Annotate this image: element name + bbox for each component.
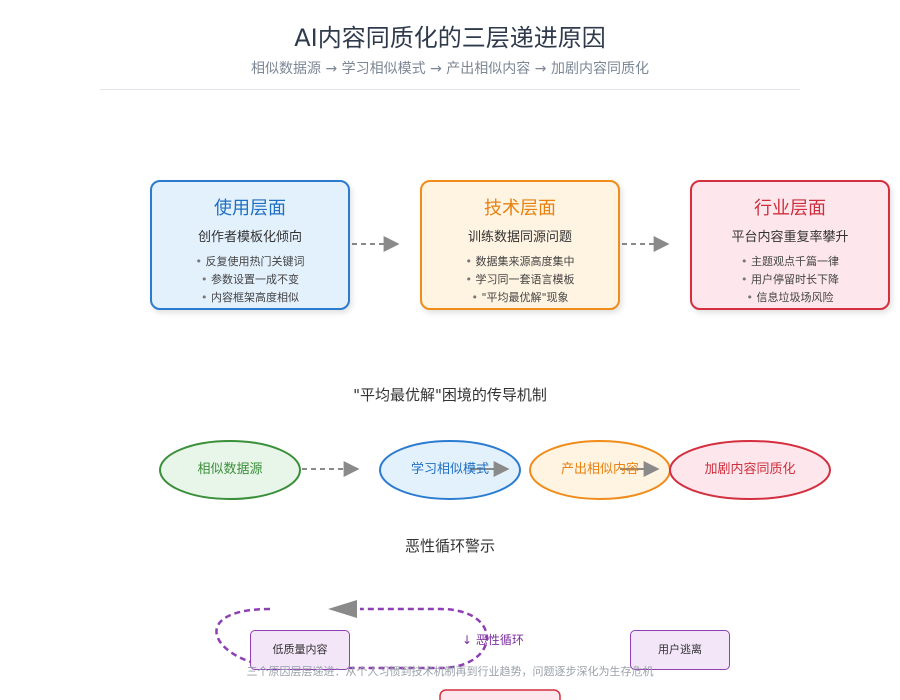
mechanism-section-label: "平均最优解"困境的传导机制 (353, 386, 547, 404)
cycle-arrowhead (328, 600, 357, 618)
page-title: AI内容同质化的三层递进原因 (294, 24, 606, 52)
mechanism-step-2: 学习相似模式 (410, 462, 489, 477)
layer-bullets: 反复使用热门关键词 参数设置一成不变 内容框架高度相似 (152, 253, 348, 307)
layer-bullet: 主题观点千篇一律 (692, 253, 888, 271)
mechanism-oval-1 (159, 440, 301, 500)
mechanism-oval-4 (669, 440, 831, 500)
layer-box-technology: 技术层面 训练数据同源问题 数据集来源高度集中 学习同一套语言模板 "平均最优解… (420, 180, 620, 310)
layer-bullet: 内容框架高度相似 (152, 289, 348, 307)
mechanism-step-4: 加剧内容同质化 (704, 462, 796, 477)
mechanism-step-3: 产出相似内容 (560, 462, 639, 477)
layer-bullet: 学习同一套语言模板 (422, 271, 618, 289)
header-divider (100, 89, 800, 90)
layer-subtitle: 平台内容重复率攀升 (731, 230, 849, 245)
footer-note: 三个原因层层递进：从个人习惯到技术机制再到行业趋势，问题逐步深化为生存危机 (246, 665, 654, 678)
layer-box-usage: 使用层面 创作者模板化倾向 反复使用热门关键词 参数设置一成不变 内容框架高度相… (150, 180, 350, 310)
layer-box-industry: 行业层面 平台内容重复率攀升 主题观点千篇一律 用户停留时长下降 信息垃圾场风险 (690, 180, 890, 310)
cycle-section-label: 恶性循环警示 (404, 537, 495, 555)
mechanism-step-1: 相似数据源 (197, 462, 263, 477)
layer-bullet: 用户停留时长下降 (692, 271, 888, 289)
layer-bullet: "平均最优解"现象 (422, 289, 618, 307)
layer-subtitle: 训练数据同源问题 (467, 230, 572, 245)
layer-bullets: 主题观点千篇一律 用户停留时长下降 信息垃圾场风险 (692, 253, 888, 307)
cycle-loop-label: ↓ 恶性循环 (462, 633, 524, 647)
cycle-node-low-quality: 低质量内容 (250, 630, 350, 670)
cycle-node-user-exodus: 用户逃离 (630, 630, 730, 670)
mechanism-oval-2 (379, 440, 521, 500)
layer-title: 技术层面 (484, 198, 556, 219)
layer-bullets: 数据集来源高度集中 学习同一套语言模板 "平均最优解"现象 (422, 253, 618, 307)
layer-bullet: 反复使用热门关键词 (152, 253, 348, 271)
layer-bullet: 数据集来源高度集中 (422, 253, 618, 271)
cycle-box-bottom (439, 689, 561, 700)
layer-title: 行业层面 (754, 198, 826, 219)
layer-subtitle: 创作者模板化倾向 (197, 230, 302, 245)
layer-bullet: 参数设置一成不变 (152, 271, 348, 289)
layer-title: 使用层面 (214, 198, 286, 219)
page-subtitle: 相似数据源 → 学习相似模式 → 产出相似内容 → 加剧内容同质化 (251, 61, 649, 77)
layer-bullet: 信息垃圾场风险 (692, 289, 888, 307)
